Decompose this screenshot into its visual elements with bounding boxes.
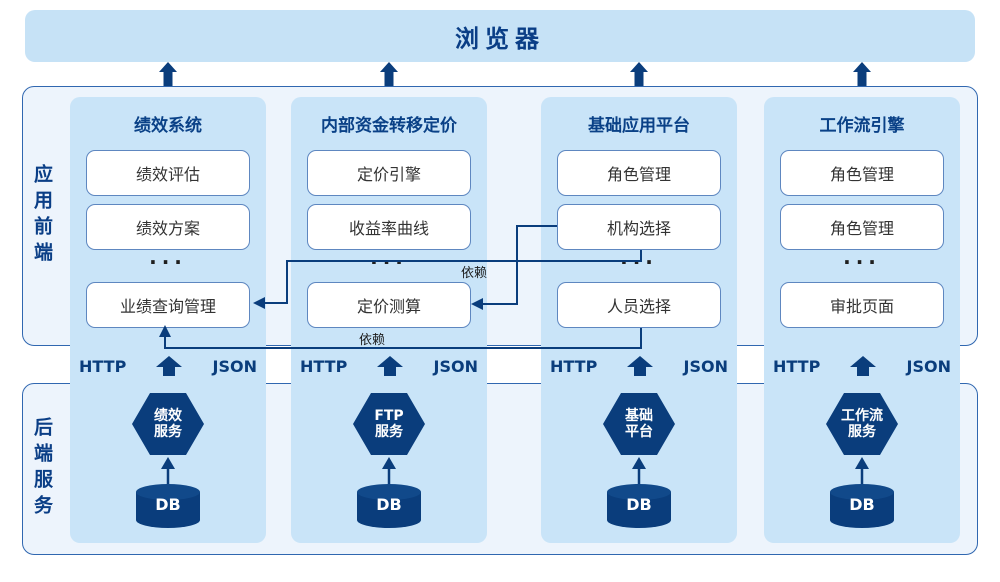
ellipsis: ··· — [843, 250, 881, 274]
module-box: 绩效方案 — [86, 204, 250, 250]
db-to-service-arrow-icon — [161, 457, 175, 487]
ellipsis: ··· — [149, 250, 187, 274]
db-label: DB — [376, 495, 402, 514]
protocol-json-label: JSON — [906, 356, 951, 376]
column-workflow-engine: 工作流引擎 角色管理 角色管理 ··· 审批页面 HTTP JSON 工作流服务… — [764, 97, 960, 543]
protocol-json-label: JSON — [433, 356, 478, 376]
protocol-http-label: HTTP — [773, 356, 821, 376]
upload-arrow-icon — [377, 356, 404, 376]
service-hexagon: 绩效服务 — [132, 393, 204, 455]
protocol-row: HTTP JSON — [300, 350, 478, 382]
service-name: 绩效服务 — [154, 407, 182, 440]
module-box: 人员选择 — [557, 282, 721, 328]
up-arrow-icon — [159, 62, 177, 86]
db-cylinder: DB — [135, 483, 201, 529]
protocol-http-label: HTTP — [550, 356, 598, 376]
service-hexagon: 工作流服务 — [826, 393, 898, 455]
db-to-service-arrow-icon — [855, 457, 869, 487]
up-arrow-icon — [380, 62, 398, 86]
dependency-label: 依赖 — [358, 333, 385, 348]
db-label: DB — [626, 495, 652, 514]
ellipsis: ··· — [620, 250, 658, 274]
module-box: 审批页面 — [780, 282, 944, 328]
upload-arrow-icon — [627, 356, 654, 376]
column-title: 绩效系统 — [134, 116, 202, 136]
column-title: 工作流引擎 — [819, 116, 905, 136]
module-box: 定价引擎 — [307, 150, 471, 196]
backend-panel-label: 后端服务 — [31, 417, 53, 521]
db-cylinder: DB — [606, 483, 672, 529]
module-box: 角色管理 — [780, 204, 944, 250]
upload-arrow-icon — [850, 356, 877, 376]
up-arrow-icon — [630, 62, 648, 86]
up-arrow-icon — [853, 62, 871, 86]
frontend-panel-label: 应用前端 — [31, 164, 53, 268]
service-hexagon: 基础平台 — [603, 393, 675, 455]
column-ftp-pricing: 内部资金转移定价 定价引擎 收益率曲线 ··· 定价测算 HTTP JSON F… — [291, 97, 487, 543]
db-cylinder: DB — [829, 483, 895, 529]
module-box: 绩效评估 — [86, 150, 250, 196]
protocol-json-label: JSON — [683, 356, 728, 376]
column-title: 内部资金转移定价 — [321, 116, 457, 136]
column-title: 基础应用平台 — [588, 116, 690, 136]
protocol-http-label: HTTP — [79, 356, 127, 376]
column-base-platform: 基础应用平台 角色管理 机构选择 ··· 人员选择 HTTP JSON 基础平台… — [541, 97, 737, 543]
module-box: 角色管理 — [780, 150, 944, 196]
upload-arrow-icon — [156, 356, 183, 376]
service-name: 工作流服务 — [841, 407, 883, 440]
browser-banner: 浏览器 — [25, 10, 975, 62]
module-box: 机构选择 — [557, 204, 721, 250]
module-box: 定价测算 — [307, 282, 471, 328]
module-box: 角色管理 — [557, 150, 721, 196]
db-cylinder: DB — [356, 483, 422, 529]
dependency-label: 依赖 — [460, 266, 487, 281]
db-to-service-arrow-icon — [632, 457, 646, 487]
protocol-http-label: HTTP — [300, 356, 348, 376]
browser-banner-title: 浏览器 — [455, 24, 545, 53]
db-label: DB — [155, 495, 181, 514]
column-performance-system: 绩效系统 绩效评估 绩效方案 ··· 业绩查询管理 HTTP JSON 绩效服务… — [70, 97, 266, 543]
service-name: 基础平台 — [625, 407, 653, 440]
db-to-service-arrow-icon — [382, 457, 396, 487]
db-label: DB — [849, 495, 875, 514]
module-box: 收益率曲线 — [307, 204, 471, 250]
protocol-row: HTTP JSON — [79, 350, 257, 382]
protocol-row: HTTP JSON — [550, 350, 728, 382]
protocol-json-label: JSON — [212, 356, 257, 376]
protocol-row: HTTP JSON — [773, 350, 951, 382]
module-box: 业绩查询管理 — [86, 282, 250, 328]
